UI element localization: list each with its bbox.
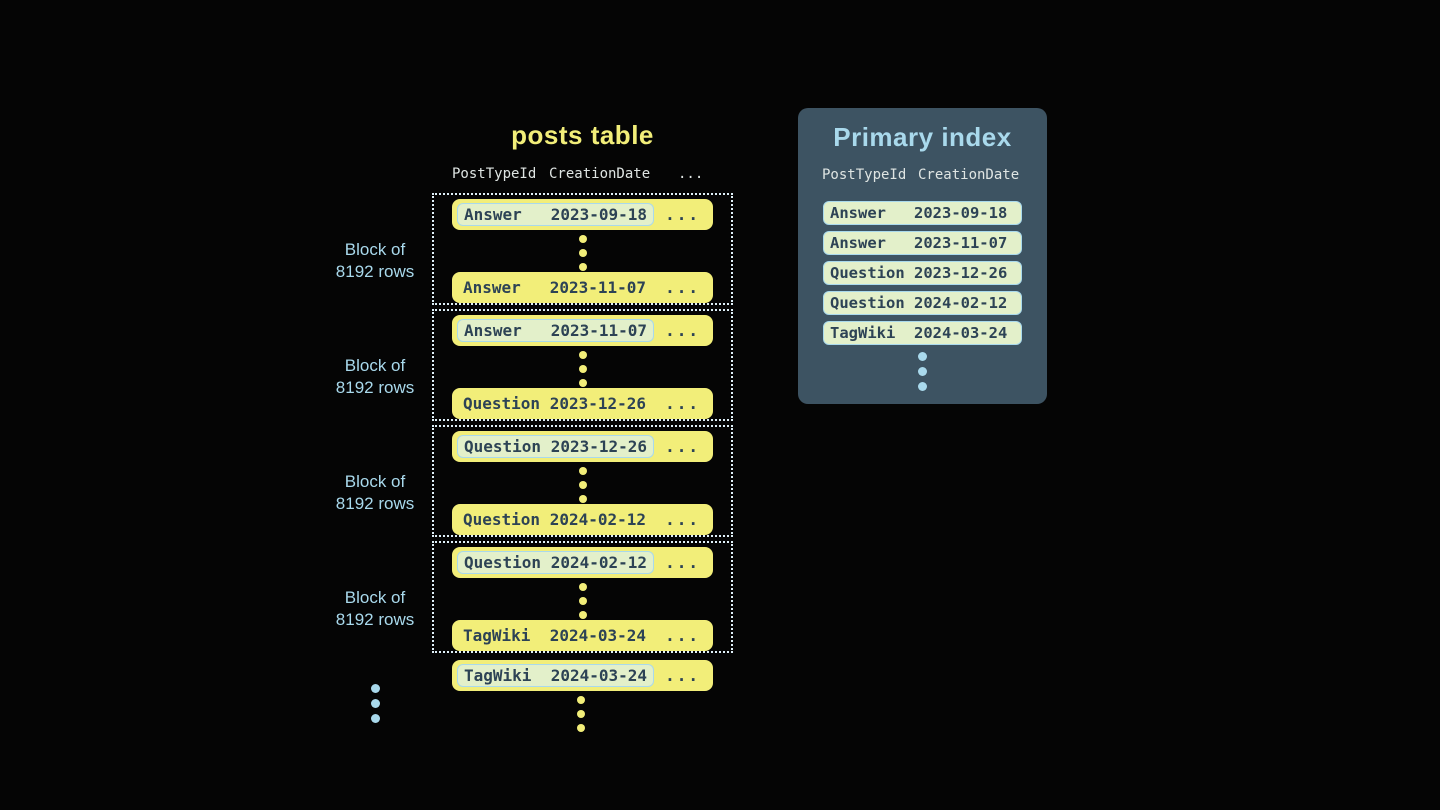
row-more-ellipsis: ... — [665, 510, 700, 529]
dot — [579, 583, 587, 591]
dot — [579, 611, 587, 619]
block-first-row: Question 2023-12-26... — [452, 431, 713, 462]
row-more-ellipsis: ... — [665, 626, 700, 645]
dot — [579, 597, 587, 605]
rows-continuation-dots — [579, 351, 587, 387]
dot — [579, 263, 587, 271]
row-more-ellipsis: ... — [665, 394, 700, 413]
dot — [577, 710, 585, 718]
block-last-row: Question 2023-12-26... — [452, 388, 713, 419]
block-size-label: Block of 8192 rows — [289, 587, 461, 631]
block-label-line1: Block of — [344, 356, 406, 375]
dot — [918, 352, 927, 361]
posts-col-creationdate: CreationDate — [549, 166, 651, 182]
block-last-row: Answer 2023-11-07... — [452, 272, 713, 303]
indexed-key-highlight: Question 2023-12-26 — [457, 435, 655, 458]
indexed-key-highlight: Answer 2023-11-07 — [457, 319, 655, 342]
index-row: Answer 2023-09-18 — [823, 201, 1022, 225]
row-text: Answer 2023-11-07 — [463, 278, 647, 297]
indexed-key-highlight: Answer 2023-09-18 — [457, 203, 655, 226]
row-more-ellipsis: ... — [665, 437, 700, 456]
index-row: TagWiki 2024-03-24 — [823, 321, 1022, 345]
dot — [579, 467, 587, 475]
row-text: Question 2024-02-12 — [463, 510, 647, 529]
row-more-ellipsis: ... — [665, 666, 700, 685]
dot — [579, 249, 587, 257]
posts-block-1: Answer 2023-09-18...Answer 2023-11-07... — [432, 193, 733, 305]
row-more-ellipsis: ... — [665, 553, 700, 572]
dot — [918, 367, 927, 376]
rows-continuation-dots — [579, 235, 587, 271]
block-last-row: Question 2024-02-12... — [452, 504, 713, 535]
index-continuation-dots — [918, 352, 927, 391]
posts-block-4: Question 2024-02-12...TagWiki 2024-03-24… — [432, 541, 733, 653]
block-size-label: Block of 8192 rows — [289, 355, 461, 399]
dot — [579, 481, 587, 489]
block-label-line2: 8192 rows — [335, 262, 415, 281]
dot — [371, 699, 380, 708]
next-block-first-row: TagWiki 2024-03-24... — [452, 660, 713, 691]
block-first-row: Answer 2023-09-18... — [452, 199, 713, 230]
row-more-ellipsis: ... — [665, 278, 700, 297]
block-first-row: Answer 2023-11-07... — [452, 315, 713, 346]
dot — [579, 365, 587, 373]
dot — [577, 724, 585, 732]
block-label-line2: 8192 rows — [335, 378, 415, 397]
posts-table-title: posts table — [511, 120, 654, 150]
dot — [579, 379, 587, 387]
posts-col-posttypeid: PostTypeId — [452, 166, 537, 182]
block-size-label: Block of 8192 rows — [289, 239, 461, 283]
index-col-creationdate: CreationDate — [918, 167, 1020, 183]
dot — [371, 684, 380, 693]
row-text: TagWiki 2024-03-24 — [463, 626, 647, 645]
row-more-ellipsis: ... — [665, 205, 700, 224]
dot — [579, 351, 587, 359]
dot — [577, 696, 585, 704]
rows-continuation-dots — [579, 583, 587, 619]
index-col-posttypeid: PostTypeId — [822, 167, 907, 183]
row-text: Question 2023-12-26 — [463, 394, 647, 413]
index-row: Question 2023-12-26 — [823, 261, 1022, 285]
blocks-continuation-dots — [371, 684, 380, 723]
dot — [579, 495, 587, 503]
posts-block-3: Question 2023-12-26...Question 2024-02-1… — [432, 425, 733, 537]
primary-index-title: Primary index — [833, 122, 1012, 152]
block-first-row: Question 2024-02-12... — [452, 547, 713, 578]
table-continuation-dots — [577, 696, 585, 732]
dot — [918, 382, 927, 391]
block-size-label: Block of 8192 rows — [289, 471, 461, 515]
index-row: Question 2024-02-12 — [823, 291, 1022, 315]
index-row: Answer 2023-11-07 — [823, 231, 1022, 255]
row-more-ellipsis: ... — [665, 321, 700, 340]
indexed-key-highlight: TagWiki 2024-03-24 — [457, 664, 655, 687]
dot — [579, 235, 587, 243]
block-label-line1: Block of — [344, 240, 406, 259]
rows-continuation-dots — [579, 467, 587, 503]
posts-col-more-ellipsis: ... — [678, 166, 704, 182]
indexed-key-highlight: Question 2024-02-12 — [457, 551, 655, 574]
dot — [371, 714, 380, 723]
block-label-line1: Block of — [344, 472, 406, 491]
block-label-line2: 8192 rows — [335, 610, 415, 629]
block-last-row: TagWiki 2024-03-24... — [452, 620, 713, 651]
block-label-line1: Block of — [344, 588, 406, 607]
primary-index-panel: Primary index PostTypeId CreationDate An… — [798, 108, 1047, 404]
block-label-line2: 8192 rows — [335, 494, 415, 513]
posts-block-2: Answer 2023-11-07...Question 2023-12-26.… — [432, 309, 733, 421]
